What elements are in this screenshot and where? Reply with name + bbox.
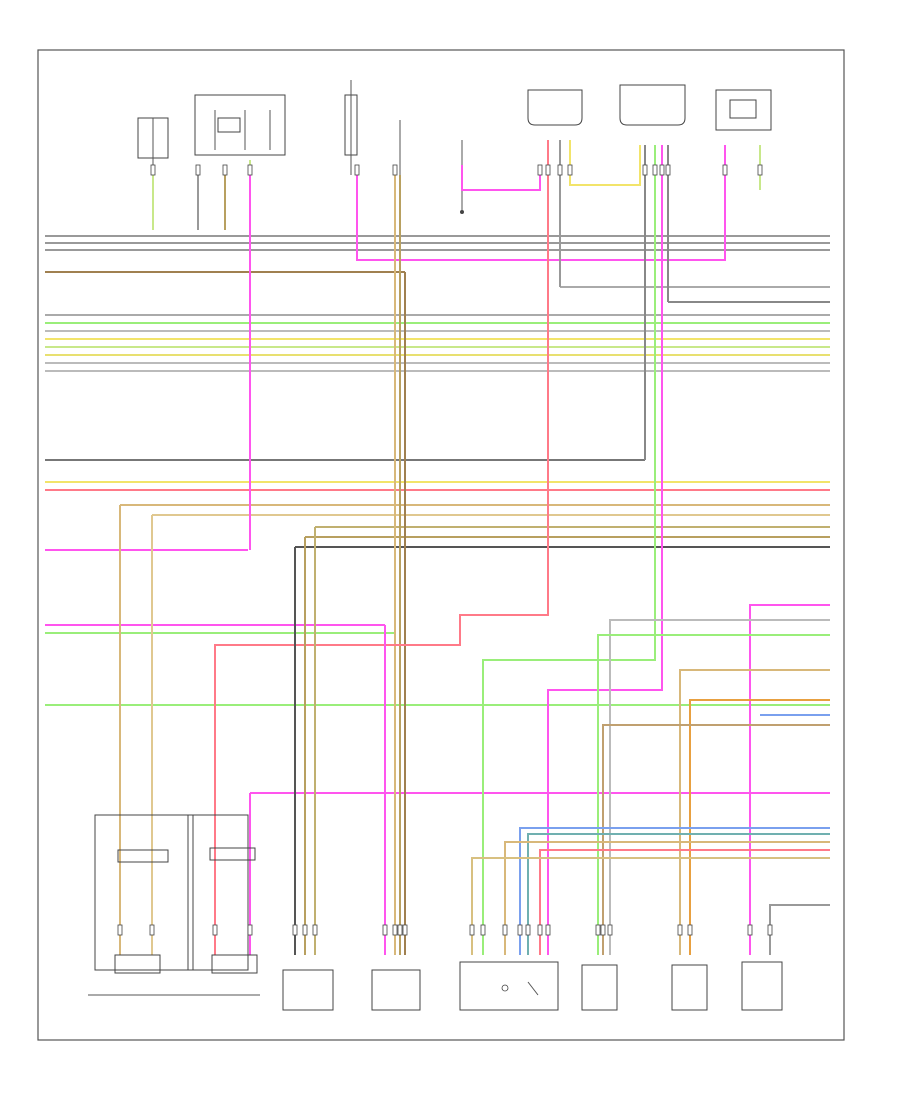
- connector-pin: [149, 924, 155, 936]
- accel-pedal-sensor: [619, 84, 686, 126]
- connector-pin: [392, 164, 398, 176]
- o2-sensor-2: [187, 814, 260, 996]
- connector-pin: [722, 164, 728, 176]
- connector-pin: [392, 924, 398, 936]
- connector-pin: [677, 924, 683, 936]
- connector-pin: [247, 164, 253, 176]
- connector-pin: [545, 164, 551, 176]
- connector-pin: [652, 164, 658, 176]
- crank-sensor: [671, 964, 708, 1011]
- connector-pin: [469, 924, 475, 936]
- throttle-body: [459, 961, 559, 1011]
- connector-pin: [545, 924, 551, 936]
- connector-pin: [195, 164, 201, 176]
- connector-pin: [212, 924, 218, 936]
- fuse-block-left: [137, 117, 169, 170]
- connector-pin: [150, 164, 156, 176]
- relay-block: [194, 94, 286, 156]
- connector-pin: [354, 164, 360, 176]
- routed-wires: [119, 140, 830, 955]
- diagram-frame: [37, 49, 845, 1041]
- connector-pin: [537, 164, 543, 176]
- connector-pin: [292, 924, 298, 936]
- connector-pin: [382, 924, 388, 936]
- connector-pin: [247, 924, 253, 936]
- connector-pin: [747, 924, 753, 936]
- connector-pin: [567, 164, 573, 176]
- cam-sensor: [581, 964, 618, 1011]
- speed-sensor: [282, 969, 334, 1011]
- bus-wires: [45, 235, 830, 794]
- connector-pin: [537, 924, 543, 936]
- connector-pin: [302, 924, 308, 936]
- connector-pin: [117, 924, 123, 936]
- connector-pin: [757, 164, 763, 176]
- fuel-pump-module: [715, 89, 772, 131]
- connector-pin: [525, 924, 531, 936]
- connector-pin: [312, 924, 318, 936]
- connector-pin: [502, 924, 508, 936]
- connector-pin: [397, 924, 403, 936]
- connector-pin: [687, 924, 693, 936]
- connector-pin: [607, 924, 613, 936]
- connector-pin: [480, 924, 486, 936]
- connector-pin: [665, 164, 671, 176]
- throttle-sensor: [527, 89, 583, 126]
- connector-pin: [222, 164, 228, 176]
- connector-pin: [659, 164, 665, 176]
- connector-pin: [402, 924, 408, 936]
- connector-pin: [595, 924, 601, 936]
- ecm-connector: [371, 969, 421, 1011]
- connector-pin: [557, 164, 563, 176]
- connector-pin: [642, 164, 648, 176]
- knock-sensor: [741, 961, 783, 1011]
- fuse-block-mid: [344, 80, 401, 175]
- connector-pin: [600, 924, 606, 936]
- o2-sensor-1: [88, 814, 200, 996]
- connector-pins: [117, 164, 773, 936]
- connector-pin: [517, 924, 523, 936]
- connector-pin: [767, 924, 773, 936]
